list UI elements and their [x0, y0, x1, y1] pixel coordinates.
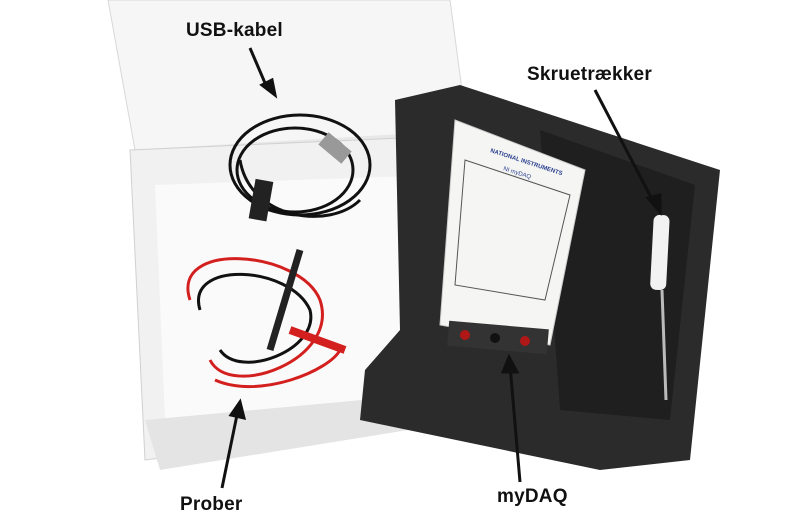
- usb-plug: [248, 178, 274, 222]
- probe-leads: [186, 257, 342, 389]
- label-usb-cable: USB-kabel: [186, 20, 283, 41]
- arrow-mydaq: [508, 364, 522, 483]
- jack-black: [490, 333, 500, 343]
- probe-red: [288, 326, 347, 354]
- mydaq-diagram-frame: [454, 159, 571, 301]
- jack-red-2: [520, 336, 530, 346]
- jack-red: [460, 330, 470, 340]
- screwdriver-handle: [650, 214, 670, 291]
- label-screwdriver: Skruetrækker: [527, 64, 652, 85]
- label-probes: Prober: [180, 494, 243, 515]
- usb-plug-a: [318, 132, 352, 164]
- probe-black: [266, 248, 304, 352]
- label-mydaq: myDAQ: [497, 486, 568, 507]
- arrow-prober: [220, 409, 240, 489]
- usb-cable: [228, 113, 372, 218]
- arrow-skrue: [593, 89, 657, 206]
- screwdriver-shaft: [660, 289, 668, 401]
- box-floor: [155, 175, 440, 420]
- arrows: [220, 47, 662, 489]
